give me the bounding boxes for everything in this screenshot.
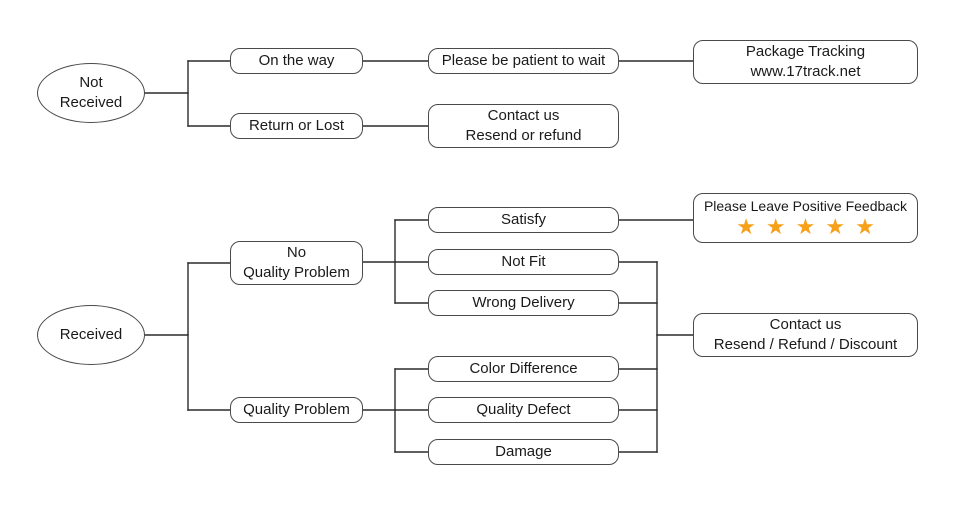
node-damage: Damage: [428, 439, 619, 465]
node-satisfy: Satisfy: [428, 207, 619, 233]
node-not-fit: Not Fit: [428, 249, 619, 275]
node-not-received: Not Received: [37, 63, 145, 123]
node-contact-us-resend-refund: Contact us Resend or refund: [428, 104, 619, 148]
node-color-difference: Color Difference: [428, 356, 619, 382]
node-return-or-lost: Return or Lost: [230, 113, 363, 139]
node-received: Received: [37, 305, 145, 365]
node-positive-feedback: Please Leave Positive Feedback ★★★★★: [693, 193, 918, 243]
node-quality-problem: Quality Problem: [230, 397, 363, 423]
node-on-the-way: On the way: [230, 48, 363, 74]
node-wrong-delivery: Wrong Delivery: [428, 290, 619, 316]
node-contact-us-discount: Contact us Resend / Refund / Discount: [693, 313, 918, 357]
node-please-be-patient: Please be patient to wait: [428, 48, 619, 74]
node-quality-defect: Quality Defect: [428, 397, 619, 423]
node-no-quality-problem: No Quality Problem: [230, 241, 363, 285]
star-icon: ★★★★★: [736, 214, 885, 240]
positive-feedback-label: Please Leave Positive Feedback: [703, 198, 908, 214]
node-package-tracking: Package Tracking www.17track.net: [693, 40, 918, 84]
